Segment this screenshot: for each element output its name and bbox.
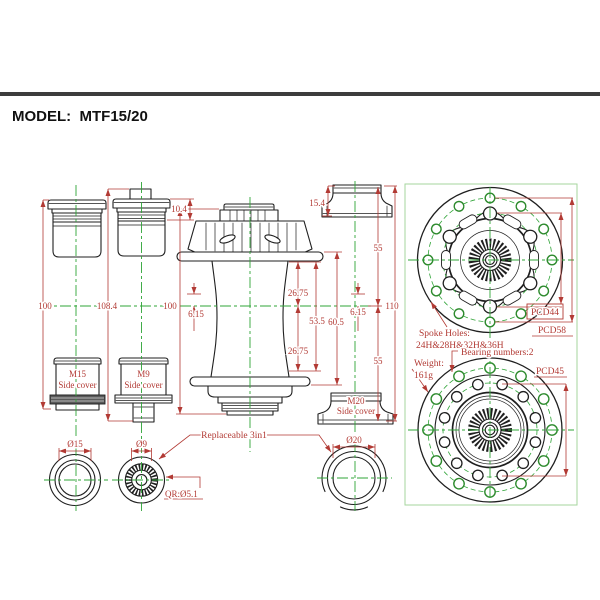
end-cap-top-right-view [321, 184, 393, 218]
note-weight-line1: Weight: [414, 359, 444, 369]
note-bearing: Bearing numbers:2 [461, 348, 534, 358]
dim-hub-shell-length: 100 [163, 301, 177, 311]
dim-pcd58: PCD58 [538, 326, 566, 336]
dim-flange-upper: 26.75 [288, 288, 309, 298]
axle-cap-left-view [47, 199, 107, 258]
dim-disc-span: 60.5 [328, 317, 344, 327]
dim-axle-left-length: 100 [38, 301, 52, 311]
m15-side-cover-view [49, 357, 106, 411]
label-m15-line1: M15 [69, 369, 87, 379]
dim-dia20: Ø20 [346, 435, 362, 445]
dim-axle-mid-cap: 10.4 [171, 204, 187, 214]
label-m20-line2: Side cover [337, 406, 375, 416]
dim-flange-span: 53.5 [309, 316, 325, 326]
dim-flange-lower: 26.75 [288, 346, 309, 356]
top-window-edge [0, 92, 600, 96]
dim-qr: QR:Ø5.1 [165, 489, 198, 499]
note-weight-line2: 161g [414, 371, 433, 381]
dim-pcd45: PCD45 [536, 367, 564, 377]
dim-half-top: 55 [374, 243, 384, 253]
page-title: MODEL: MTF15/20 [12, 108, 148, 125]
dim-dia9: Ø9 [136, 439, 147, 449]
label-m15-line2: Side cover [58, 380, 96, 390]
dim-axle-mid-length: 108.4 [97, 301, 118, 311]
dim-dia15: Ø15 [67, 439, 83, 449]
m20-side-cover-view [317, 392, 394, 425]
dimension-texts: 100 108.4 100 10.4 15.4 55 55 110 26.75 … [37, 197, 568, 501]
note-replaceable: Replaceable 3in1 [201, 431, 267, 441]
m9-side-cover-view [114, 357, 173, 423]
dim-pcd44: PCD44 [531, 308, 559, 318]
dim-half-bottom: 55 [374, 356, 384, 366]
dim-cap-height: 15.4 [309, 198, 325, 208]
dim-overall-width: 110 [385, 301, 399, 311]
dim-offset-left: 6.15 [188, 309, 204, 319]
label-m9-line2: Side cover [124, 380, 162, 390]
centerlines [40, 181, 574, 511]
label-m20-line1: M20 [347, 396, 365, 406]
label-m9-line1: M9 [137, 369, 150, 379]
dim-offset-right: 6.15 [350, 307, 366, 317]
note-spoke-holes-line1: Spoke Holes: [419, 329, 470, 339]
dimension-lines [40, 185, 575, 500]
note-spoke-holes-line2: 24H&28H&32H&36H [416, 341, 504, 351]
